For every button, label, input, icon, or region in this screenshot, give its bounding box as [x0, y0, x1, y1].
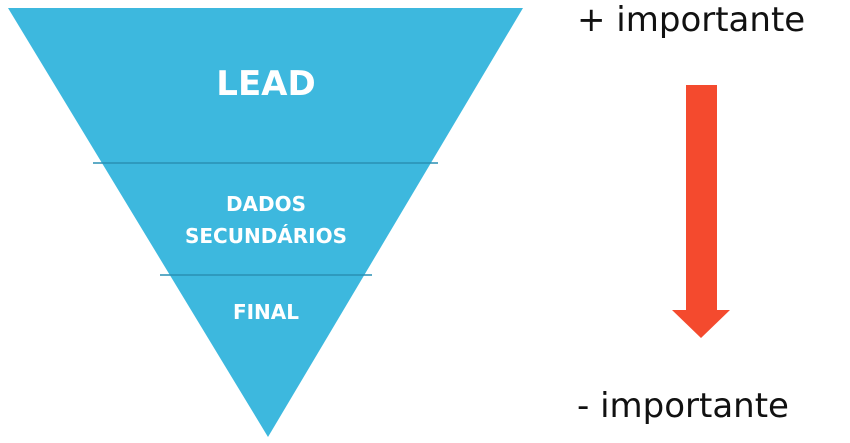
more-important-label: + importante: [577, 0, 806, 40]
level-secondary-line1: DADOS: [225, 192, 307, 216]
level-lead-label: LEAD: [216, 64, 316, 104]
down-arrow-icon: [672, 85, 730, 338]
level-secondary-line2: SECUNDÁRIOS: [184, 224, 348, 248]
less-important-label: - importante: [577, 386, 789, 426]
level-final-label: FINAL: [232, 300, 300, 324]
level-secondary-label: DADOS SECUNDÁRIOS: [166, 188, 366, 252]
inverted-pyramid: [8, 8, 523, 437]
